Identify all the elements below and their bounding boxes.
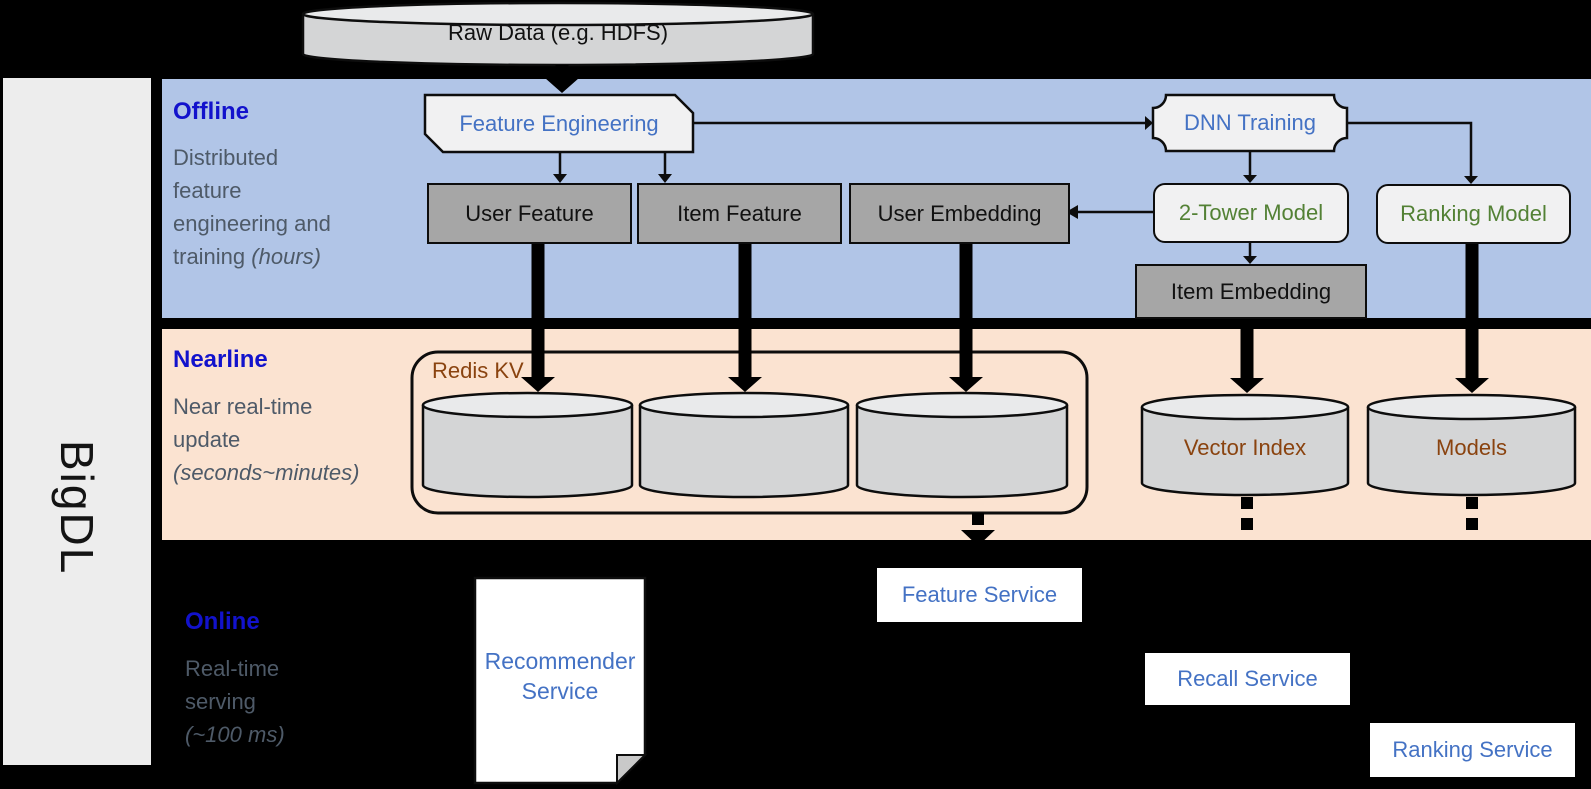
raw-data-cylinder (301, 1, 815, 67)
page-fold-icon (1074, 622, 1083, 631)
redis-kv-label: Redis KV (432, 358, 524, 383)
nearline-desc-line3: (seconds~minutes) (173, 460, 360, 485)
thick-block-arrows (521, 240, 1489, 393)
models-cylinder (1366, 393, 1577, 497)
feature-engineering-shape (423, 93, 695, 154)
ranking-service-label: Ranking Service (1392, 737, 1553, 762)
redis-cylinder-1 (421, 391, 634, 499)
offline-desc-line1: Distributed (173, 145, 279, 170)
item-feature-node: Item Feature (637, 183, 842, 244)
two-tower-model-node: 2-Tower Model (1153, 183, 1349, 243)
feature-engineering-node: Feature Engineering (459, 110, 659, 136)
vector-index-cylinder (1140, 393, 1350, 497)
nearline-desc-line2: update (173, 427, 241, 452)
user-embedding-node: User Embedding (849, 183, 1070, 244)
recall-service-node: Recall Service (1145, 653, 1351, 714)
arrow-rawdata-to-featureengineering (545, 65, 579, 93)
ranking-model-node: Ranking Model (1376, 184, 1571, 244)
recall-service-label: Recall Service (1177, 666, 1318, 691)
online-desc-line1: Real-time (185, 656, 280, 681)
thin-arrowheads (553, 116, 1478, 264)
redis-cylinder-3 (855, 391, 1069, 499)
online-lane-title: Online (185, 608, 260, 635)
user-feature-node: User Feature (427, 183, 632, 244)
online-desc-line2: serving (185, 689, 256, 714)
feature-service-node: Feature Service (877, 568, 1083, 631)
online-desc-line3: (~100 ms) (185, 722, 285, 747)
bigdl-logo-text: BigDL (51, 440, 103, 576)
nearline-lane-description: Near real-time update (seconds~minutes) (173, 390, 359, 489)
recommender-service-label: Recommender Service (475, 640, 645, 712)
recommender-service-line1: Recommender (484, 648, 636, 674)
redis-cylinder-2 (638, 391, 850, 499)
vector-index-label: Vector Index (1183, 434, 1307, 460)
offline-lane-title: Offline (173, 98, 249, 125)
offline-desc-line3: engineering and (173, 211, 331, 236)
item-embedding-node: Item Embedding (1135, 264, 1367, 319)
nearline-desc-line1: Near real-time (173, 394, 313, 419)
dnn-training-node: DNN Training (1183, 110, 1317, 135)
page-fold-icon (1342, 705, 1351, 714)
offline-desc-line4: training (hours) (173, 244, 321, 269)
thin-connectors (558, 121, 1473, 257)
bigdl-sidebar: BigDL (3, 78, 151, 765)
raw-data-label: Raw Data (e.g. HDFS) (447, 20, 669, 45)
feature-service-label: Feature Service (901, 582, 1058, 607)
online-lane-description: Real-time serving (~100 ms) (185, 652, 285, 751)
ranking-service-node: Ranking Service (1370, 723, 1576, 786)
models-label: Models (1436, 434, 1507, 460)
page-fold-icon (1567, 777, 1576, 786)
dnn-training-shape (1151, 93, 1349, 153)
nearline-lane-title: Nearline (173, 346, 268, 373)
dashed-drop-connectors (961, 497, 1478, 546)
recommender-service-line2: Service (521, 678, 599, 704)
offline-desc-line2: feature (173, 178, 242, 203)
offline-lane-description: Distributed feature engineering and trai… (173, 141, 331, 273)
recommender-service-document (473, 576, 648, 786)
